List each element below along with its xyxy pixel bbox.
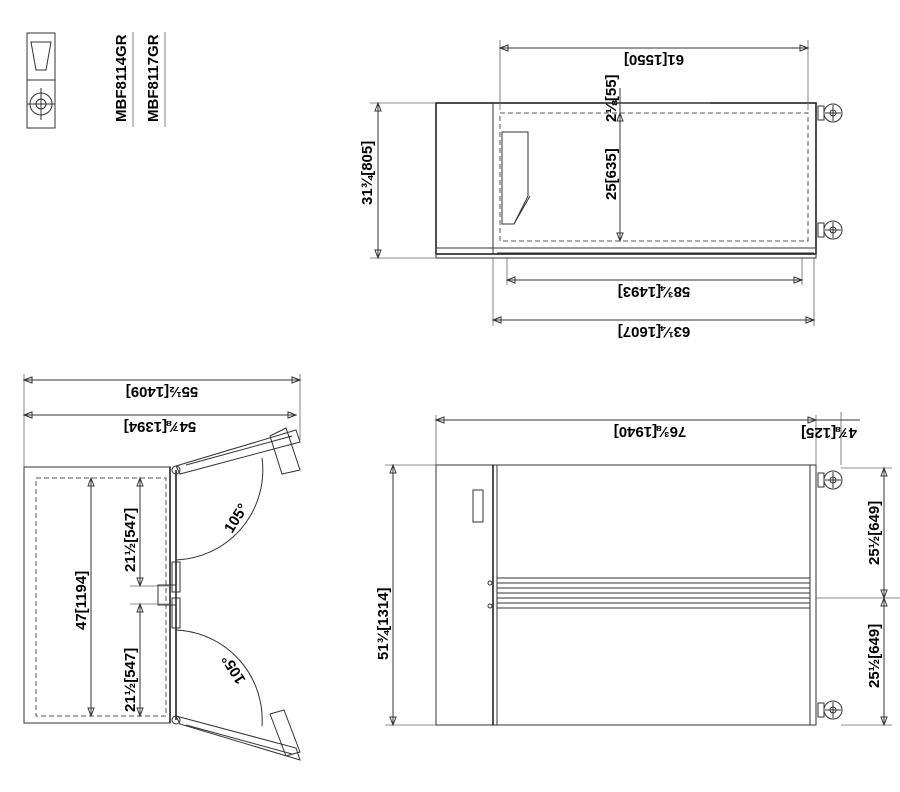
caster-icon (817, 700, 843, 720)
circle-crosshair-icon (27, 88, 55, 120)
dim-overall-width: 63¼[1607] (618, 323, 691, 340)
dim-inner-depth: 25[635] (603, 148, 620, 200)
dim-caster-offset: 4⅞[125] (801, 424, 857, 441)
caster-icon (817, 470, 843, 490)
front-view: 76⅜[1940] 4⅞[125] 51¾[1314] 25½[649] 25½… (375, 412, 900, 727)
dim-height: 31¾[805] (359, 141, 376, 205)
caster-icon (817, 220, 843, 240)
model-list: MBF8114GR MBF8117GR (113, 32, 166, 127)
model-label: MBF8114GR (113, 34, 130, 122)
dim-body-width: 61[1550] (624, 51, 684, 68)
frustum-view-icon (30, 41, 52, 71)
dim-front-height: 51¾[1314] (375, 587, 392, 660)
dim-right-lower: 25½[649] (866, 624, 883, 688)
door-swing-view: 105° 105° 55½[1409] 54⅞[1394] 47[1194] 2… (22, 374, 302, 761)
dim-right-upper: 25½[649] (866, 501, 883, 565)
dim-overall-length: 76⅜[1940] (614, 423, 687, 440)
swing-angle-lower: 105° (219, 652, 250, 687)
caster-icon (817, 103, 843, 123)
dim-opening-total: 47[1194] (73, 571, 90, 630)
dim-inner-width: 54⅞[1394] (124, 418, 197, 435)
projection-symbol (26, 32, 56, 129)
top-view: 61[1550] 2⅛[55] 25[635] 31¾[805] 58¾[149… (359, 40, 843, 340)
dim-top-gap: 2⅛[55] (603, 74, 620, 122)
swing-angle-upper: 105° (221, 501, 252, 536)
dim-door-lower: 21½[547] (122, 648, 139, 712)
dim-outer-width: 55½[1409] (126, 383, 199, 400)
dim-door-upper: 21½[547] (122, 508, 139, 572)
model-label: MBF8117GR (145, 34, 162, 122)
dim-rail-width: 58¾[1493] (618, 283, 691, 300)
